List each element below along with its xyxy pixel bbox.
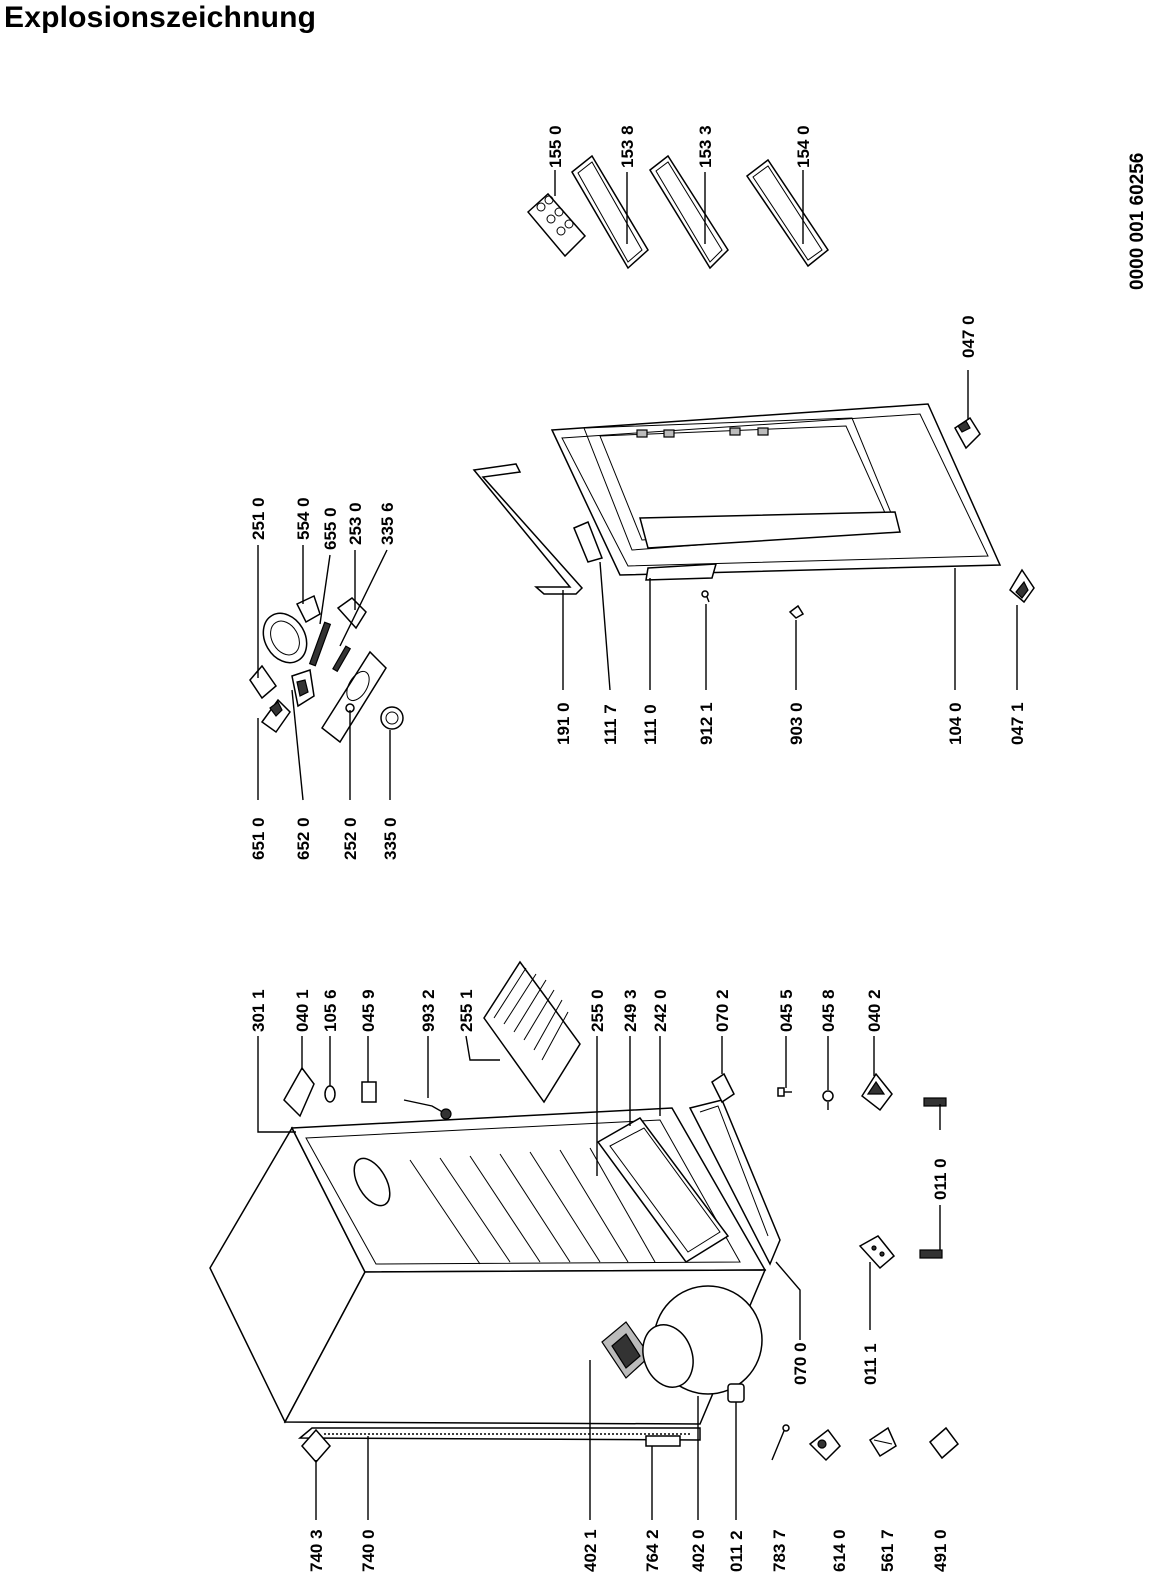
label-1117: 111 7 (601, 704, 620, 745)
label-6550: 655 0 (321, 507, 340, 550)
label-4910: 491 0 (931, 1529, 950, 1572)
label-9121: 912 1 (697, 702, 716, 745)
label-1540: 154 0 (794, 125, 813, 168)
label-0470: 047 0 (959, 315, 978, 358)
label-2530: 253 0 (346, 502, 365, 545)
bracket-0111 (858, 1235, 896, 1270)
label-9932: 993 2 (419, 989, 438, 1032)
bracket-0401 (283, 1066, 315, 1118)
label-9030: 903 0 (787, 702, 806, 745)
label-2420: 242 0 (651, 989, 670, 1032)
label-1538: 153 8 (618, 125, 637, 168)
hinge-0402 (861, 1072, 893, 1112)
screw-9121 (701, 590, 710, 603)
thermostat-cluster (249, 594, 404, 744)
label-1056: 105 6 (321, 989, 340, 1032)
label-4020: 402 0 (689, 1529, 708, 1572)
label-0402: 040 2 (865, 989, 884, 1032)
label-2520: 252 0 (341, 817, 360, 860)
door-assembly (550, 403, 1002, 581)
label-6510: 651 0 (249, 817, 268, 860)
label-1040: 104 0 (946, 702, 965, 745)
label-6520: 652 0 (294, 817, 313, 860)
label-1110: 111 0 (641, 704, 660, 745)
door-shelf-1533 (649, 154, 729, 270)
label-5617: 561 7 (878, 1529, 897, 1572)
cap-0112 (727, 1383, 745, 1403)
label-2493: 249 3 (621, 989, 640, 1032)
label-0702: 070 2 (713, 989, 732, 1032)
pad-0702 (711, 1072, 735, 1104)
part-labels: 155 0 153 8 153 3 154 0 047 0 047 1 191 … (249, 125, 1027, 1572)
label-0112: 011 2 (727, 1530, 746, 1572)
door-shelf-1538 (571, 154, 649, 270)
handle-cap (573, 521, 603, 563)
sensor-9932 (403, 1099, 452, 1120)
screw-9030 (788, 604, 805, 619)
egg-tray (526, 192, 587, 258)
label-7837: 783 7 (770, 1529, 789, 1572)
label-2510: 251 0 (249, 497, 268, 540)
label-6140: 614 0 (830, 1529, 849, 1572)
connector-7642 (645, 1435, 681, 1447)
label-0455: 045 5 (777, 989, 796, 1032)
door-shelf-1540 (745, 158, 830, 268)
screw-0458 (822, 1090, 834, 1110)
label-0111: 011 1 (861, 1343, 880, 1385)
label-1910: 191 0 (554, 702, 573, 745)
label-7642: 764 2 (643, 1529, 662, 1572)
label-0458: 045 8 (819, 989, 838, 1032)
door-gasket (472, 463, 584, 595)
pin-0455 (777, 1087, 792, 1097)
relay-6140 (808, 1428, 841, 1462)
label-3011: 301 1 (249, 989, 268, 1032)
label-2551: 255 1 (457, 989, 476, 1032)
hinge-0470 (954, 416, 981, 450)
label-0700: 070 0 (791, 1342, 810, 1385)
label-2550: 255 0 (588, 989, 607, 1032)
label-3356: 335 6 (378, 502, 397, 545)
label-0401: 040 1 (293, 989, 312, 1032)
label-7403: 740 3 (307, 1529, 326, 1572)
label-7400: 740 0 (359, 1529, 378, 1572)
label-1533: 153 3 (696, 125, 715, 168)
pipe-7403 (301, 1428, 331, 1464)
terminal-5617 (868, 1426, 897, 1458)
label-0110: 011 0 (931, 1158, 950, 1200)
cabinet-body (209, 1099, 781, 1441)
hinge-0471 (1009, 568, 1035, 604)
label-0471: 047 1 (1008, 702, 1027, 745)
label-3350: 335 0 (381, 817, 400, 860)
label-0459: 045 9 (359, 989, 378, 1032)
clip-4910 (928, 1426, 960, 1460)
wire-7837 (771, 1424, 790, 1461)
glass-shelf-2551 (483, 960, 581, 1104)
label-4021: 402 1 (581, 1529, 600, 1572)
page-title: Explosionszeichnung (4, 1, 317, 34)
bolt-0110 (919, 1097, 947, 1259)
sleeve-0459 (361, 1081, 377, 1103)
ring-1056 (324, 1085, 336, 1103)
label-5540: 554 0 (294, 497, 313, 540)
leader-lines (257, 170, 1018, 1520)
label-1550: 155 0 (546, 125, 565, 168)
